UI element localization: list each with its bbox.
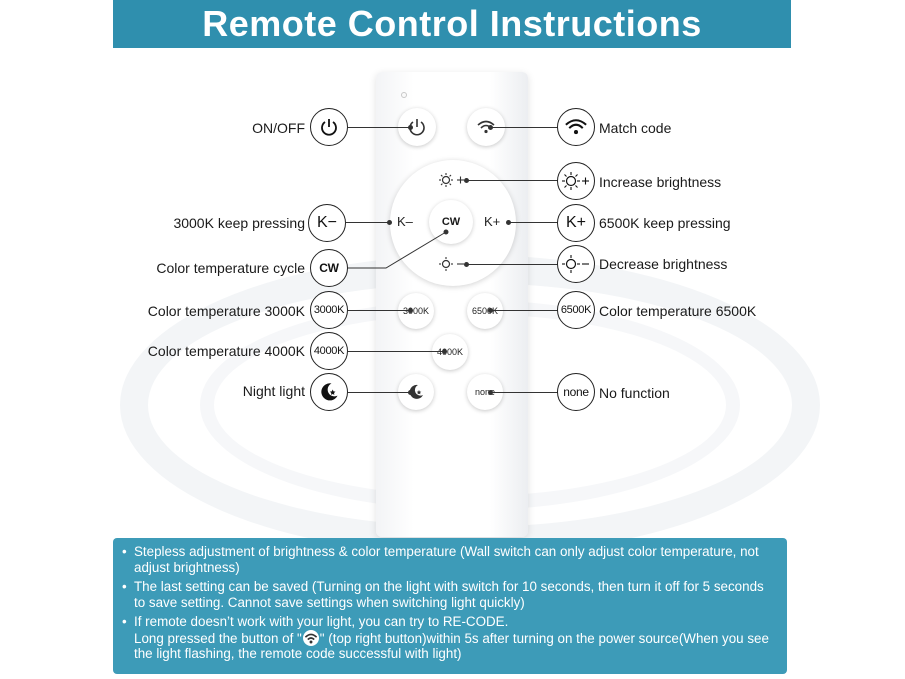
page-title: Remote Control Instructions [202,3,702,44]
connector-6500k [490,310,558,311]
wifi-icon [302,629,319,646]
label-ct-4000k: Color temperature 4000K [147,343,305,359]
4000k-button-label: 4000K [436,347,464,357]
connector-dot [488,390,493,395]
none-icon: none [557,373,595,411]
wifi-icon [557,108,595,146]
color-cycle-button[interactable]: CW [429,200,473,244]
dial-k-minus-label[interactable]: K– [397,214,413,229]
moon-star-icon [310,373,348,411]
label-ct-3000k: Color temperature 3000K [147,303,305,319]
connector-inc [466,180,558,181]
3000k-icon: 3000K [310,291,348,329]
color-cycle-icon: CW [310,249,348,287]
connector-cycle [346,229,449,269]
label-no-function: No function [599,385,670,401]
label-night-light: Night light [242,383,305,399]
connector-4000k [348,351,444,352]
dial-brightness-down-icon[interactable] [438,256,468,275]
info-item-stepless: Stepless adjustment of brightness & colo… [121,544,775,575]
dial-brightness-up-icon[interactable] [438,172,468,191]
k-minus-icon: K− [308,204,346,242]
connector-match [490,127,558,128]
title-banner: Remote Control Instructions [113,0,791,48]
label-ct-6500k: Color temperature 6500K [599,303,757,319]
connector-dot [488,125,493,130]
connector-dot [464,178,469,183]
connector-dot [408,125,413,130]
connector-dot [387,220,392,225]
brightness-down-icon [557,245,595,283]
brightness-up-icon [557,162,595,200]
connector-dot [464,262,469,267]
info-item-recode: If remote doesn’t work with your light, … [121,614,775,662]
label-increase-brightness: Increase brightness [599,174,722,190]
connector-dot [506,220,511,225]
connector-night [348,392,410,393]
3000k-button-label: 3000K [402,306,430,316]
connector-onoff [348,127,410,128]
info-panel: Stepless adjustment of brightness & colo… [113,538,787,674]
connector-dec [466,264,558,265]
label-3000k-keep: 3000K keep pressing [173,215,305,231]
label-match-code: Match code [599,120,672,136]
connector-dot [408,390,413,395]
power-icon [310,108,348,146]
connector-k-minus [346,222,390,223]
dial-k-plus-label[interactable]: K+ [484,214,501,229]
6500k-button[interactable]: 6500K [467,293,503,329]
connector-dot [488,308,493,313]
connector-none [490,392,558,393]
none-button-label: none [474,387,496,397]
4000k-button[interactable]: 4000K [432,334,468,370]
connector-k-plus [508,222,558,223]
label-decrease-brightness: Decrease brightness [599,256,728,272]
connector-dot [442,349,447,354]
color-cycle-label: CW [441,216,461,228]
moon-star-icon [409,384,423,399]
label-6500k-keep: 6500K keep pressing [599,215,731,231]
6500k-icon: 6500K [557,291,595,329]
info-item-save-setting: The last setting can be saved (Turning o… [121,579,775,610]
k-plus-icon: K+ [557,204,595,242]
3000k-button[interactable]: 3000K [398,293,434,329]
label-onoff: ON/OFF [252,120,305,136]
connector-3000k [348,310,410,311]
6500k-button-label: 6500K [471,306,499,316]
connector-dot [408,308,413,313]
indicator-led [401,92,407,98]
label-color-cycle: Color temperature cycle [156,260,305,276]
none-button[interactable]: none [467,374,503,410]
4000k-icon: 4000K [310,332,348,370]
